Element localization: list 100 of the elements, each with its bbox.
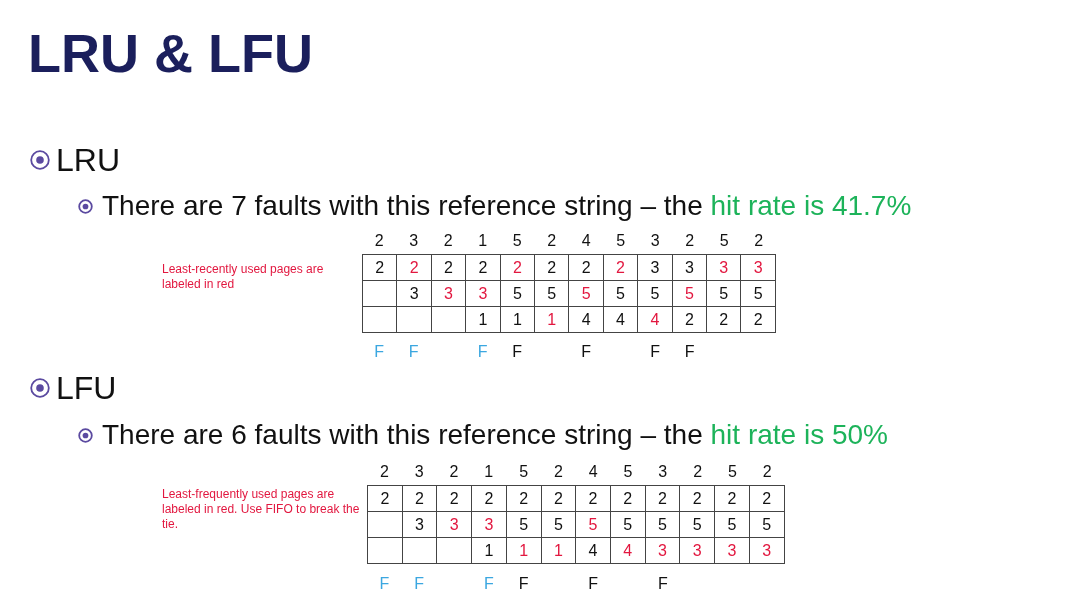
table-cell: 3 (436, 511, 472, 538)
table-cell: 3 (396, 280, 432, 307)
table-cell: 2 (672, 306, 707, 333)
table-cell: 5 (541, 511, 576, 538)
reference-number: 5 (718, 232, 730, 250)
fault-mark: F (683, 343, 696, 361)
fault-mark: F (656, 575, 669, 593)
table-cell: 2 (541, 485, 576, 512)
table-cell: 4 (568, 306, 604, 333)
table-cell: 5 (603, 280, 638, 307)
table-cell: 3 (465, 280, 501, 307)
table-cell: 2 (506, 485, 541, 512)
reference-number: 5 (726, 463, 738, 481)
fault-mark: F (407, 343, 420, 361)
table-cell: 2 (749, 485, 785, 512)
reference-number: 2 (448, 463, 460, 481)
reference-number: 2 (692, 463, 704, 481)
table-cell: 2 (645, 485, 680, 512)
table-cell: 5 (672, 280, 707, 307)
fault-mark: F (511, 343, 524, 361)
table-cell: 2 (500, 254, 535, 281)
reference-number: 1 (483, 463, 495, 481)
table-cell: 2 (568, 254, 604, 281)
table-cell: 5 (500, 280, 535, 307)
table-cell: 2 (402, 485, 437, 512)
table-cell: 5 (679, 511, 715, 538)
reference-number: 1 (477, 232, 489, 250)
table-cell: 3 (645, 537, 680, 564)
table-cell: 1 (465, 306, 501, 333)
note-text: Least-frequently used pages are labeled in red. Use FIFO to break the tie. (162, 487, 361, 532)
table-cell: 2 (534, 254, 569, 281)
table-cell: 3 (672, 254, 707, 281)
table-cell: 5 (506, 511, 541, 538)
reference-number: 2 (373, 232, 385, 250)
reference-number: 2 (684, 232, 696, 250)
reference-number: 4 (587, 463, 599, 481)
fault-mark: F (378, 575, 391, 593)
table-cell: 5 (568, 280, 604, 307)
reference-number: 2 (546, 232, 558, 250)
table-cell: 4 (637, 306, 673, 333)
reference-number: 2 (552, 463, 564, 481)
fault-mark: F (580, 343, 593, 361)
table-cell: 2 (679, 485, 715, 512)
table-cell: 1 (500, 306, 535, 333)
table-cell: 1 (541, 537, 576, 564)
bullet-text: There are 6 faults with this reference string – the hit rate is 50% (102, 419, 888, 451)
fault-mark: F (482, 575, 495, 593)
bullet-text: LRU (56, 142, 120, 179)
table-cell: 1 (534, 306, 569, 333)
fault-mark: F (476, 343, 489, 361)
table-cell: 3 (740, 254, 776, 281)
fault-mark: F (413, 575, 426, 593)
table-cell: 5 (534, 280, 569, 307)
reference-number: 3 (657, 463, 669, 481)
table-cell: 3 (706, 254, 741, 281)
table-cell: 5 (645, 511, 680, 538)
table-cell: 4 (603, 306, 638, 333)
table-cell: 2 (714, 485, 750, 512)
table-cell: 3 (637, 254, 673, 281)
table-cell: 3 (679, 537, 715, 564)
table-cell: 3 (749, 537, 785, 564)
slide-title: LRU & LFU (28, 22, 313, 84)
bullet-text: There are 7 faults with this reference string – the hit rate is 41.7% (102, 190, 912, 222)
table-cell: 2 (575, 485, 611, 512)
table-cell: 3 (402, 511, 437, 538)
table-cell: 2 (436, 485, 472, 512)
reference-number: 2 (442, 232, 454, 250)
table-cell: 2 (603, 254, 638, 281)
fault-mark: F (373, 343, 386, 361)
reference-number: 5 (518, 463, 530, 481)
reference-number: 2 (753, 232, 765, 250)
table-cell: 5 (749, 511, 785, 538)
table-cell: 2 (740, 306, 776, 333)
table-cell: 5 (706, 280, 741, 307)
table-cell: 4 (575, 537, 611, 564)
table-cell: 2 (471, 485, 507, 512)
table-cell: 2 (362, 254, 397, 281)
table-cell: 3 (431, 280, 466, 307)
fault-mark: F (517, 575, 530, 593)
table-cell: 5 (610, 511, 646, 538)
note-text: Least-recently used pages are labeled in red (162, 262, 325, 292)
table-cell: 2 (610, 485, 646, 512)
table-cell: 1 (506, 537, 541, 564)
table-cell: 4 (610, 537, 646, 564)
reference-number: 3 (649, 232, 661, 250)
reference-number: 2 (761, 463, 773, 481)
reference-number: 5 (615, 232, 627, 250)
table-cell: 5 (637, 280, 673, 307)
table-cell: 5 (740, 280, 776, 307)
table-cell: 2 (706, 306, 741, 333)
table-cell: 2 (431, 254, 466, 281)
table-cell: 3 (471, 511, 507, 538)
reference-number: 3 (413, 463, 425, 481)
table-cell: 2 (396, 254, 432, 281)
fault-mark: F (649, 343, 662, 361)
table-cell: 3 (714, 537, 750, 564)
reference-number: 5 (622, 463, 634, 481)
table-cell: 2 (465, 254, 501, 281)
table-cell: 5 (714, 511, 750, 538)
table-cell: 2 (367, 485, 403, 512)
